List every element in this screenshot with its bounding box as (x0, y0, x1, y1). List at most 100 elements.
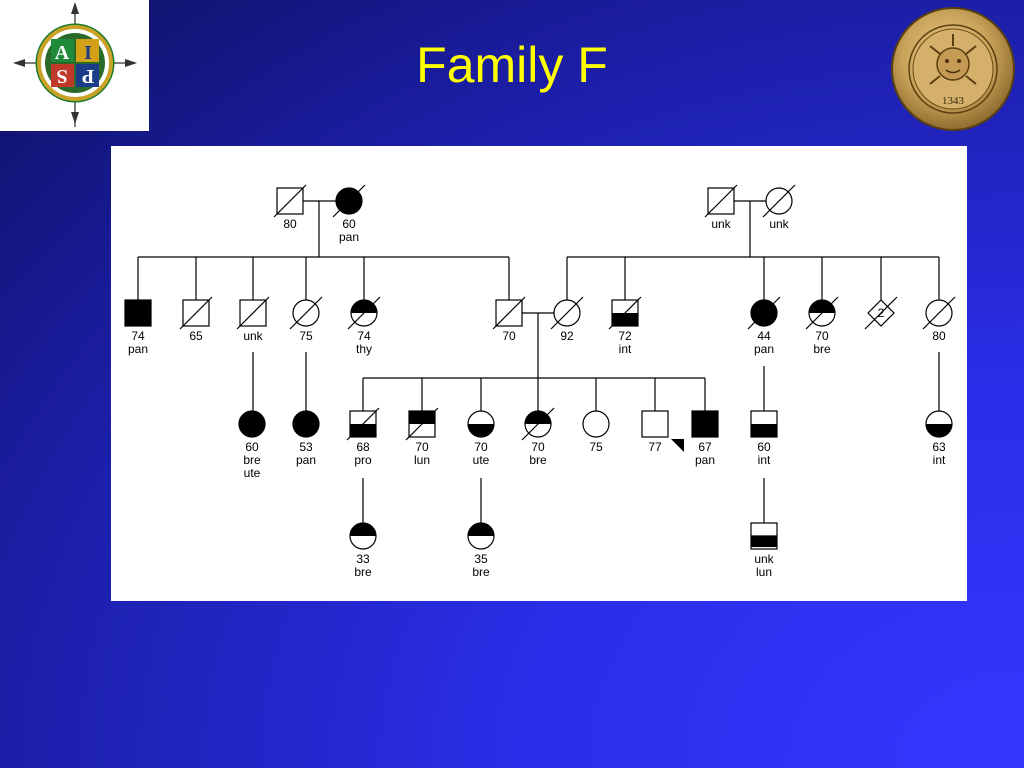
affected-fill (350, 424, 376, 437)
deceased-slash (864, 296, 898, 330)
university-seal: 1343 (890, 6, 1016, 132)
affected-fill (809, 300, 835, 313)
individual-label: 33 (356, 552, 370, 566)
individual-label: 68 (356, 440, 370, 454)
deceased-slash (179, 296, 213, 330)
male-symbol (611, 299, 639, 327)
individual-label: 60 (342, 217, 356, 231)
individual-label: ute (473, 453, 490, 467)
deceased-slash (762, 184, 796, 218)
affected-fill (468, 523, 494, 536)
individual-label: unk (243, 329, 263, 343)
individual-label: 70 (415, 440, 429, 454)
male-symbol (349, 410, 377, 438)
deceased-slash (805, 296, 839, 330)
deceased-slash (550, 296, 584, 330)
unknown-sex-symbol (867, 299, 895, 327)
individual-label: bre (243, 453, 261, 467)
individual-label: lun (414, 453, 430, 467)
individual-label: int (758, 453, 771, 467)
affected-fill (351, 300, 377, 313)
pedigree-individual-g2_2: 65 (179, 296, 213, 343)
individual-label: unk (754, 552, 774, 566)
university-seal-icon: 1343 (891, 7, 1015, 131)
slide-title: Family F (416, 37, 608, 93)
pedigree-individual-g1_father2: unk (704, 184, 738, 231)
male-symbol (182, 299, 210, 327)
affected-fill (468, 424, 494, 437)
individual-label: ute (244, 466, 261, 480)
affected-fill (612, 313, 638, 326)
deceased-slash (273, 184, 307, 218)
individual-label: 35 (474, 552, 488, 566)
proband-arrow (671, 439, 684, 452)
affected-fill (751, 424, 777, 437)
female-symbol (349, 522, 377, 550)
individual-label: bre (813, 342, 831, 356)
deceased-slash (922, 296, 956, 330)
individual-label: pro (354, 453, 372, 467)
deceased-slash (405, 407, 439, 441)
pedigree-individual-g2_6: 70 (492, 296, 526, 343)
affected-fill (525, 411, 551, 424)
affected-fill (751, 535, 777, 548)
deceased-slash (236, 296, 270, 330)
deceased-slash (347, 296, 381, 330)
male-symbol (641, 410, 669, 438)
pedigree-individual-g2_7: 92 (550, 296, 584, 343)
individual-label: bre (354, 565, 372, 579)
pedigree-individual-g3_8: 77 (641, 410, 684, 454)
female-symbol (335, 187, 363, 215)
individual-label: pan (695, 453, 715, 467)
logo-letter-s: S (56, 65, 67, 87)
individual-label: 44 (757, 329, 771, 343)
individual-label: 70 (502, 329, 516, 343)
individual-label: 74 (131, 329, 145, 343)
affected-fill (239, 411, 265, 437)
seal-year: 1343 (942, 95, 965, 107)
male-symbol (239, 299, 267, 327)
male-symbol (495, 299, 523, 327)
female-symbol (765, 187, 793, 215)
logo-letter-p: P (82, 65, 94, 87)
female-symbol (925, 299, 953, 327)
affected-fill (692, 411, 718, 437)
aisp-logo-icon: A I S P (13, 2, 137, 127)
affected-fill (350, 523, 376, 536)
individual-label: 74 (357, 329, 371, 343)
individual-label: thy (356, 342, 372, 356)
female-symbol (750, 299, 778, 327)
individual-label: pan (296, 453, 316, 467)
individual-label: 92 (560, 329, 574, 343)
pedigree-individual-g3_7: 75 (582, 410, 610, 454)
female-symbol (238, 410, 266, 438)
sibling-count: 2 (878, 306, 885, 320)
individual-label: 60 (245, 440, 259, 454)
pedigree-individual-g2_3: unk (236, 296, 270, 343)
deceased-slash (704, 184, 738, 218)
individual-label: pan (339, 230, 359, 244)
individual-label: int (619, 342, 632, 356)
individual-label: 53 (299, 440, 313, 454)
female-symbol (808, 299, 836, 327)
individual-label: 70 (815, 329, 829, 343)
male-symbol (707, 187, 735, 215)
male-symbol (691, 410, 719, 438)
deceased-slash (289, 296, 323, 330)
individual-label: 60 (757, 440, 771, 454)
